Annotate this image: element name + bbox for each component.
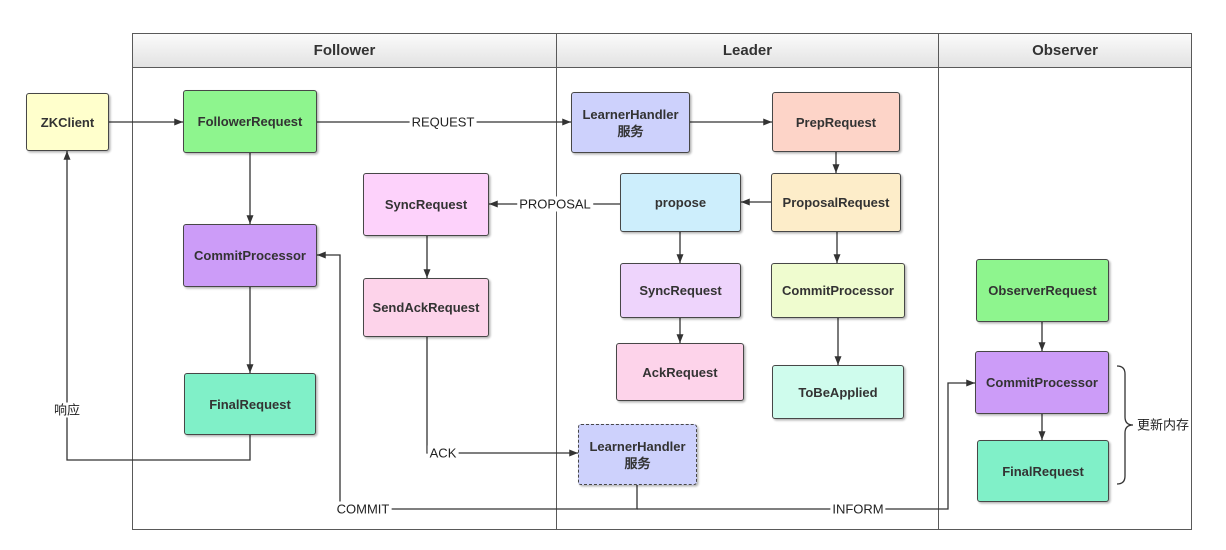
follower-sync-request-node: SyncRequest <box>363 173 489 236</box>
lane-follower: Follower <box>132 33 557 530</box>
leader-commit-processor-node: CommitProcessor <box>771 263 905 318</box>
leader-sync-request-label: SyncRequest <box>639 283 722 298</box>
edge-label-request: REQUEST <box>409 114 477 130</box>
learner-handler-ack-sublabel: 服务 <box>624 455 651 471</box>
proposal-request-node: ProposalRequest <box>771 173 901 232</box>
leader-sync-request-node: SyncRequest <box>620 263 741 318</box>
to-be-applied-node: ToBeApplied <box>772 365 904 419</box>
lane-observer: Observer <box>938 33 1192 530</box>
observer-commit-processor-label: CommitProcessor <box>986 375 1098 390</box>
zkclient-node: ZKClient <box>26 93 109 151</box>
edge-label-commit: COMMIT <box>334 501 392 517</box>
follower-commit-processor-label: CommitProcessor <box>194 248 306 263</box>
propose-node: propose <box>620 173 741 232</box>
learner-handler-request-node: LearnerHandler 服务 <box>571 92 690 153</box>
observer-commit-processor-node: CommitProcessor <box>975 351 1109 414</box>
edge-send-ack-request-to-learner-handler <box>426 337 578 457</box>
prep-request-label: PrepRequest <box>795 114 877 130</box>
observer-request-node: ObserverRequest <box>976 259 1109 322</box>
brace-label-update-memory: 更新内存 <box>1136 417 1190 433</box>
edge-label-response: 响应 <box>51 402 83 418</box>
follower-commit-processor-node: CommitProcessor <box>183 224 317 287</box>
observer-final-request-node: FinalRequest <box>977 440 1109 502</box>
edge-label-ack: ACK <box>427 445 459 461</box>
edge-final-request-response-to-zkclient <box>63 151 251 461</box>
lane-leader: Leader <box>556 33 939 530</box>
follower-final-request-node: FinalRequest <box>184 373 316 435</box>
observer-request-label: ObserverRequest <box>988 283 1097 298</box>
follower-final-request-label: FinalRequest <box>209 396 291 412</box>
lane-header-follower: Follower <box>133 34 556 68</box>
prep-request-node: PrepRequest <box>772 92 900 152</box>
follower-sync-request-label: SyncRequest <box>384 197 468 212</box>
to-be-applied-label: ToBeApplied <box>798 384 878 400</box>
observer-final-request-label: FinalRequest <box>1002 463 1084 479</box>
zkclient-label: ZKClient <box>40 114 95 130</box>
learner-handler-ack-node: LearnerHandler 服务 <box>578 424 697 485</box>
edge-learner-handler-inform-to-observer <box>637 379 975 510</box>
propose-label: propose <box>654 195 707 210</box>
learner-handler-request-sublabel: 服务 <box>617 123 644 139</box>
update-memory-brace <box>1116 365 1134 485</box>
ack-request-node: AckRequest <box>616 343 744 401</box>
send-ack-request-label: SendAckRequest <box>372 300 480 315</box>
lane-header-leader: Leader <box>557 34 938 68</box>
edge-label-inform: INFORM <box>830 501 886 517</box>
follower-request-label: FollowerRequest <box>197 114 303 129</box>
learner-handler-ack-label: LearnerHandler <box>589 438 686 454</box>
lane-header-observer: Observer <box>939 34 1191 68</box>
follower-request-node: FollowerRequest <box>183 90 317 153</box>
leader-commit-processor-label: CommitProcessor <box>782 283 894 298</box>
edge-label-proposal: PROPOSAL <box>517 196 593 212</box>
learner-handler-request-label: LearnerHandler <box>582 106 679 122</box>
ack-request-label: AckRequest <box>642 364 718 380</box>
proposal-request-label: ProposalRequest <box>782 195 890 210</box>
send-ack-request-node: SendAckRequest <box>363 278 489 337</box>
